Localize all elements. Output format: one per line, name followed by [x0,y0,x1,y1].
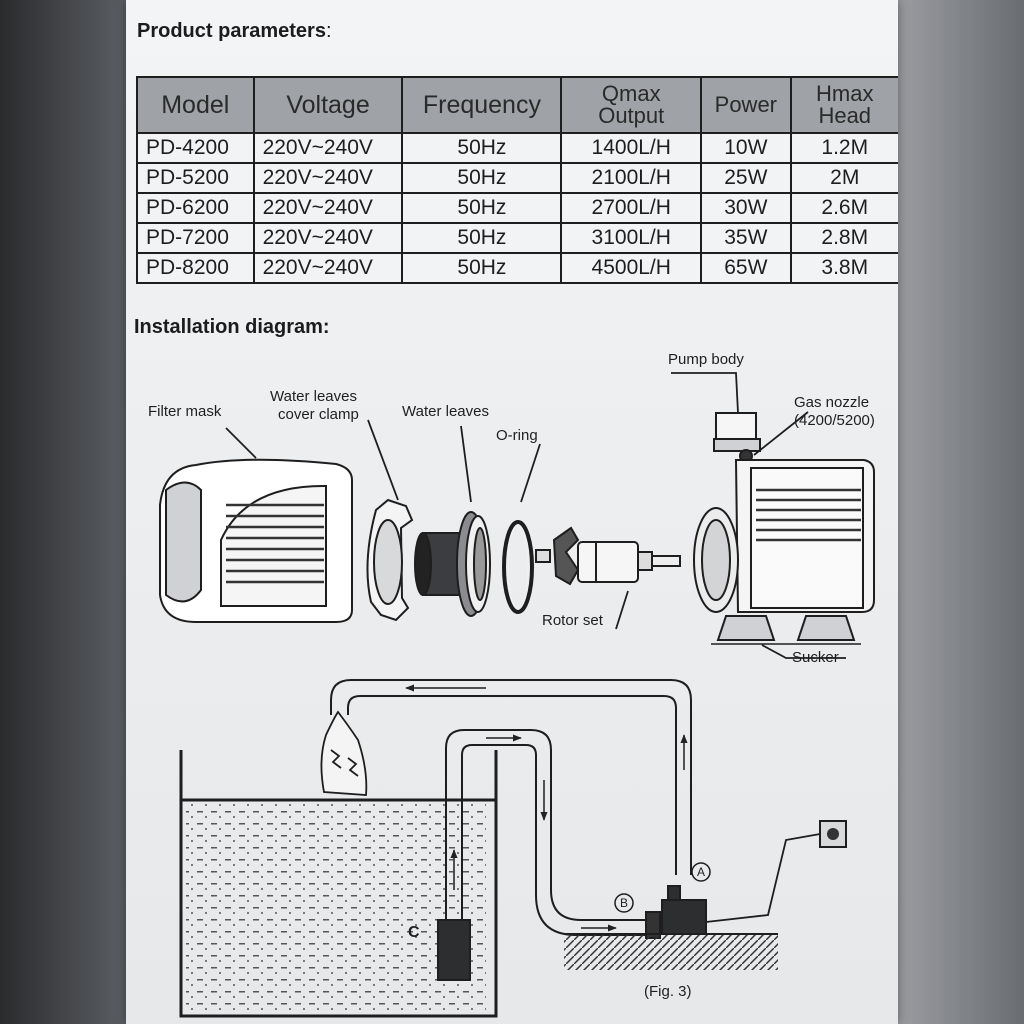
filter-mask-drawing [159,458,353,623]
background-left [0,0,126,1024]
rotor-set-drawing [535,526,681,586]
cell-output: 3100L/H [560,222,703,254]
marker-a: A [697,865,705,879]
cell-voltage: 220V~240V [252,222,404,254]
cell-output: 4500L/H [560,252,703,284]
header-frequency: Frequency [401,76,563,134]
marker-b: B [620,896,628,910]
cell-output: 2700L/H [560,192,703,224]
cell-voltage: 220V~240V [252,192,404,224]
cell-frequency: 50Hz [401,222,563,254]
cell-head: 2M [789,162,898,194]
leader-lines [225,372,846,659]
table-row: PD-6200 220V~240V 50Hz 2700L/H 30W 2.6M [136,192,898,224]
label-o-ring: O-ring [496,427,538,444]
table-row: PD-7200 220V~240V 50Hz 3100L/H 35W 2.8M [136,222,898,254]
cell-output: 2100L/H [560,162,703,194]
cell-frequency: 50Hz [401,252,563,284]
cell-output: 1400L/H [560,132,703,164]
figure-caption: (Fig. 3) [644,983,692,1000]
label-gas-nozzle-line1: Gas nozzle [794,394,869,411]
table-row: PD-8200 220V~240V 50Hz 4500L/H 65W 3.8M [136,252,898,284]
label-filter-mask: Filter mask [148,403,222,420]
label-rotor-set: Rotor set [542,612,604,629]
marker-c: C [408,924,420,941]
cell-voltage: 220V~240V [252,252,404,284]
water-leaves-drawing [414,511,491,617]
intake-strainer [437,919,471,981]
header-power: Power [700,76,792,134]
pump-body-drawing [693,412,875,645]
cell-power: 35W [700,222,792,254]
table-row: PD-5200 220V~240V 50Hz 2100L/H 25W 2M [136,162,898,194]
pump-unit [645,885,707,939]
power-cord [705,833,821,923]
cell-model: PD-8200 [136,252,255,284]
cell-power: 65W [700,252,792,284]
cell-power: 30W [700,192,792,224]
background-right [898,0,1024,1024]
cell-model: PD-7200 [136,222,255,254]
ground-hatch [564,934,778,970]
cell-model: PD-5200 [136,162,255,194]
header-model: Model [136,76,255,134]
cell-head: 2.8M [789,222,898,254]
cover-clamp-drawing [366,498,414,622]
o-ring-drawing [502,520,534,614]
cell-model: PD-4200 [136,132,255,164]
cell-voltage: 220V~240V [252,162,404,194]
aquarium-tank [179,750,498,1018]
cell-power: 25W [700,162,792,194]
water-splash [320,710,368,796]
cell-frequency: 50Hz [401,192,563,224]
cell-power: 10W [700,132,792,164]
cell-head: 3.8M [789,252,898,284]
cell-frequency: 50Hz [401,132,563,164]
cell-voltage: 220V~240V [252,132,404,164]
installation-diagram: Filter mask Water leaves cover clamp Wat… [148,351,875,1018]
return-pipe [330,679,692,875]
marker-a-circle [691,862,711,882]
label-gas-nozzle-line2: (4200/5200) [794,412,875,429]
product-parameters-heading: Product parameters: [137,20,332,42]
label-clamp-line1: Water leaves [270,388,357,405]
cell-model: PD-6200 [136,192,255,224]
cell-head: 1.2M [789,132,898,164]
cell-frequency: 50Hz [401,162,563,194]
table-row: PD-4200 220V~240V 50Hz 1400L/H 10W 1.2M [136,132,898,164]
label-clamp-line2: cover clamp [278,406,359,423]
label-water-leaves: Water leaves [402,403,489,420]
label-pump-body: Pump body [668,351,744,368]
label-sucker: Sucker [792,649,839,666]
header-voltage: Voltage [252,76,404,134]
manual-page: Product parameters: Model Voltage Freque… [126,0,898,1024]
marker-b-circle [614,893,634,913]
installation-diagram-heading: Installation diagram: [134,316,330,338]
intake-pipe [445,729,646,936]
cell-head: 2.6M [789,192,898,224]
